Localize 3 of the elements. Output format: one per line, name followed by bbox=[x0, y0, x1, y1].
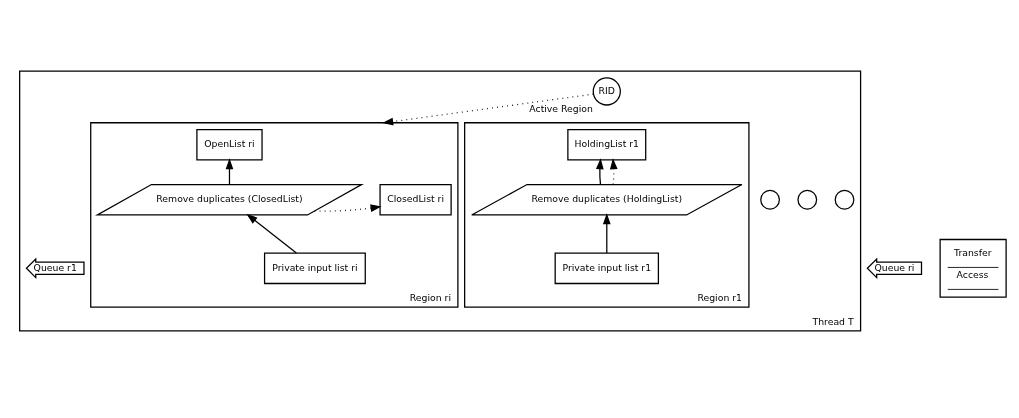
legend-label: Access bbox=[956, 269, 989, 281]
node-label: Active Region bbox=[529, 103, 593, 115]
legend-label: Transfer bbox=[954, 247, 992, 259]
